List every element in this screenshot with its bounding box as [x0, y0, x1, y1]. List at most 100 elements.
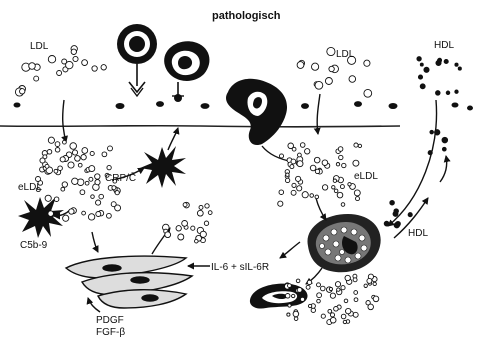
ldl-particle: [48, 56, 55, 63]
ldl-particle: [349, 76, 356, 83]
ldl-particle: [327, 47, 335, 55]
eldl-particle: [68, 162, 74, 168]
eldl-particle: [195, 239, 199, 243]
ldl-particle: [364, 89, 372, 97]
eldl-particle: [279, 190, 284, 195]
eldl-particle: [88, 214, 94, 220]
hdl-particle: [444, 59, 448, 63]
hdl-particle: [390, 200, 395, 205]
hdl-particle: [393, 211, 398, 216]
hdl-particle: [436, 91, 441, 96]
eldl-particle: [341, 286, 345, 290]
eldl-particle: [89, 177, 93, 181]
eldl-particle: [69, 209, 74, 214]
eldl-particle: [307, 280, 311, 284]
eldl-particle: [91, 195, 95, 199]
eldl-particle: [80, 190, 85, 195]
eldl-particle: [364, 284, 367, 287]
eldl-particle: [63, 215, 69, 221]
eldl-particle: [279, 154, 283, 158]
eldl-particle: [345, 275, 350, 280]
hdl-particle: [455, 63, 458, 66]
diagram-title: pathologisch: [212, 11, 280, 22]
eldl-particle: [81, 155, 86, 160]
eldl-particle: [358, 144, 361, 147]
eldl-particle: [85, 181, 89, 185]
eldl-particle: [302, 192, 308, 198]
eldl-particle: [305, 149, 310, 154]
eldl-particle: [296, 176, 301, 181]
eldl-particle: [54, 197, 59, 202]
eldl-particle: [294, 317, 298, 321]
eldl-particle: [356, 197, 360, 201]
eldl-particle: [341, 314, 346, 319]
eldl-particle: [62, 182, 67, 187]
eldl-particle: [354, 143, 358, 147]
eldl-particle: [182, 221, 188, 227]
eldl-particle: [58, 166, 63, 171]
eldl-particle: [55, 148, 60, 153]
eldl-particle: [197, 210, 203, 216]
hdl-particle: [442, 147, 446, 151]
label-ldl-right: LDL: [336, 49, 354, 60]
eldl-particle: [108, 146, 113, 151]
eldl-particle: [329, 287, 332, 290]
hdl-particle: [458, 67, 461, 70]
eldl-particle: [288, 304, 291, 307]
label-hdl-top: HDL: [434, 40, 454, 51]
eldl-particle: [341, 203, 345, 207]
eldl-particle: [310, 194, 314, 198]
eldl-particle: [298, 153, 302, 157]
eldl-particle: [72, 178, 78, 184]
ldl-particle: [29, 63, 36, 70]
eldl-particle: [115, 205, 121, 211]
macrophage-crossing: [226, 79, 287, 145]
eldl-particle: [63, 140, 67, 144]
arrow-eldl-to-smc: [92, 232, 98, 252]
eldl-particle: [336, 163, 339, 166]
ldl-particle: [34, 76, 39, 81]
eldl-particle: [36, 177, 41, 182]
label-crp: CRP/C̄: [105, 173, 136, 184]
eldl-particle: [90, 151, 94, 155]
eldl-particle: [48, 137, 54, 143]
hdl-particle: [408, 213, 412, 217]
eldl-particle: [338, 147, 343, 152]
eldl-particle: [291, 190, 296, 195]
eldl-particle: [285, 294, 290, 299]
eldl-particle: [290, 165, 294, 169]
hdl-particle: [455, 90, 458, 93]
monocyte-cell: [117, 24, 157, 96]
foam-cell: [307, 214, 380, 272]
eldl-particle: [45, 164, 49, 168]
eldl-particle: [95, 174, 100, 179]
eldl-particle: [200, 231, 206, 237]
eldl-particle: [99, 194, 104, 199]
hdl-particle: [420, 63, 423, 66]
eldl-particle: [292, 294, 295, 297]
label-eldl-left: eLDL: [18, 182, 42, 193]
ldl-particle: [82, 60, 88, 66]
eldl-particle: [346, 308, 351, 313]
eldl-particle: [337, 192, 343, 198]
hdl-particle: [430, 130, 434, 134]
eldl-particle: [337, 288, 340, 291]
vessel-wall-line: [0, 126, 400, 127]
eldl-particle: [165, 232, 171, 238]
arrow-ldl-right-down: [317, 94, 320, 134]
eldl-particle: [348, 183, 351, 186]
eldl-particle: [373, 282, 376, 285]
hdl-particle: [446, 91, 450, 95]
eldl-particle: [55, 142, 60, 147]
arrow-ldl-to-eldl-left: [63, 100, 66, 142]
eldl-particle: [48, 211, 54, 217]
eldl-particle: [321, 314, 325, 318]
smooth-muscle-cells: [66, 256, 192, 308]
eldl-particle: [102, 152, 107, 157]
eldl-particle: [317, 293, 322, 298]
eldl-particle: [354, 291, 358, 295]
eldl-particle: [96, 200, 101, 205]
eldl-particle: [40, 158, 45, 163]
activated-cell-star-left: [18, 197, 64, 238]
hdl-particle: [417, 57, 421, 61]
